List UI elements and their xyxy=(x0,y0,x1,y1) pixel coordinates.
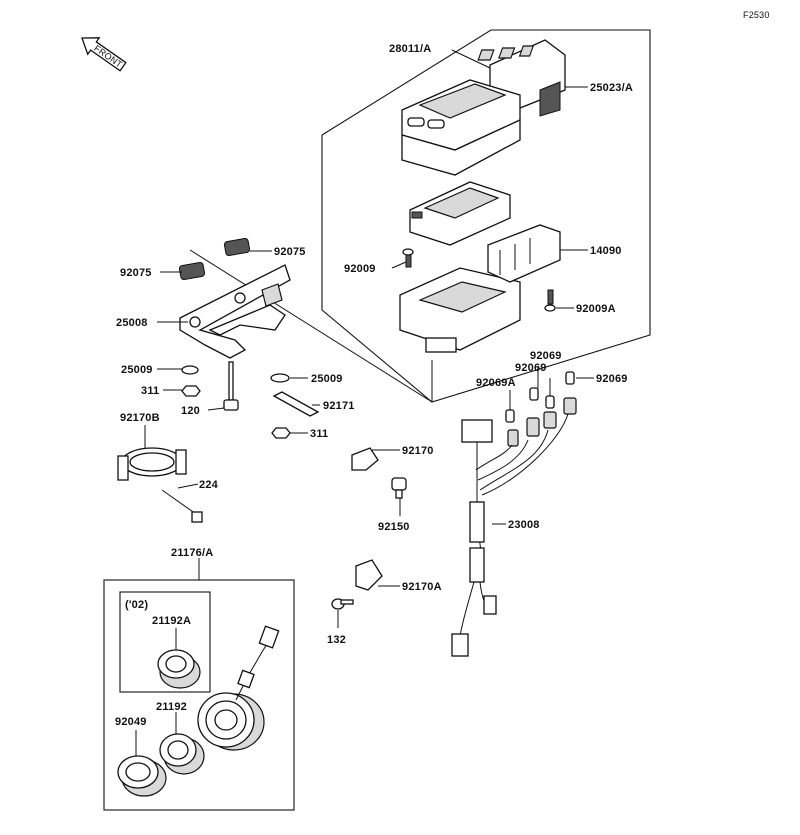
figure-code: F2530 xyxy=(743,10,770,20)
meter-unit xyxy=(409,181,511,246)
label-28011a: 28011/A xyxy=(389,43,431,55)
label-92069-right: 92069 xyxy=(596,373,628,385)
label-92009a: 92009A xyxy=(576,303,616,315)
gear-21192 xyxy=(159,733,205,775)
label-21176a: 21176/A xyxy=(171,547,213,559)
bracket-25008 xyxy=(179,264,291,359)
label-92075-right: 92075 xyxy=(274,246,306,258)
label-92069a: 92069A xyxy=(476,377,516,389)
label-92075-left: 92075 xyxy=(120,267,152,279)
label-132: 132 xyxy=(327,634,346,646)
damper-92075-left xyxy=(178,261,206,281)
plate-92171 xyxy=(272,391,320,417)
label-25008: 25008 xyxy=(116,317,148,329)
washer-25009-right xyxy=(270,373,290,383)
label-year-note: ('02) xyxy=(125,599,148,611)
nut-311-right xyxy=(271,427,291,439)
label-92009: 92009 xyxy=(344,263,376,275)
bulb-socket-92069a xyxy=(505,409,519,447)
label-311-left: 311 xyxy=(141,385,159,397)
label-92069-mid: 92069 xyxy=(515,362,547,374)
label-92049: 92049 xyxy=(115,716,147,728)
bolt-92150 xyxy=(391,477,407,499)
meter-housing-28011a xyxy=(401,79,521,176)
front-arrow-icon: FRONT xyxy=(81,37,127,72)
clamp-92170 xyxy=(351,447,379,471)
label-14090: 14090 xyxy=(590,245,622,257)
label-92150: 92150 xyxy=(378,521,410,533)
leader-lines xyxy=(135,49,594,756)
label-25023a: 25023/A xyxy=(590,82,633,94)
washer-25009-left xyxy=(181,365,199,375)
label-23008: 23008 xyxy=(508,519,540,531)
label-92170: 92170 xyxy=(402,445,434,457)
label-92069-top: 92069 xyxy=(530,350,562,362)
wire-harness-23008 xyxy=(451,413,569,657)
leader-frame-bracket xyxy=(189,249,433,403)
label-120: 120 xyxy=(181,405,200,417)
front-arrow-label: FRONT xyxy=(92,43,124,70)
year-variant-frame xyxy=(119,591,211,693)
bolt-120 xyxy=(223,361,239,411)
label-25009-left: 25009 xyxy=(121,364,153,376)
bulb-socket-92069-mid xyxy=(543,395,557,429)
label-21192a: 21192A xyxy=(152,615,191,627)
label-92170b: 92170B xyxy=(120,412,160,424)
label-92171: 92171 xyxy=(323,400,355,412)
bulb-socket-92069-top xyxy=(526,387,540,437)
gear-housing-21176a xyxy=(197,625,280,751)
label-21192: 21192 xyxy=(156,701,187,713)
damper-92075-right xyxy=(223,237,251,257)
bolt-224 xyxy=(161,489,203,523)
bulb-socket-92069-right xyxy=(563,371,577,415)
clamp-92170a xyxy=(355,559,383,591)
meter-assembly-frame xyxy=(321,29,651,403)
clamp-92170b xyxy=(117,447,187,481)
seal-92049 xyxy=(117,755,167,797)
label-92170a: 92170A xyxy=(402,581,442,593)
screw-132 xyxy=(331,598,354,610)
label-25009-right: 25009 xyxy=(311,373,343,385)
gear-21192a xyxy=(157,649,201,689)
label-224: 224 xyxy=(199,479,219,491)
screw-92009a xyxy=(544,289,556,312)
nut-311-left xyxy=(181,385,201,397)
screw-92009 xyxy=(402,248,414,268)
label-311-right: 311 xyxy=(310,428,328,440)
meter-case-14090 xyxy=(399,224,561,353)
